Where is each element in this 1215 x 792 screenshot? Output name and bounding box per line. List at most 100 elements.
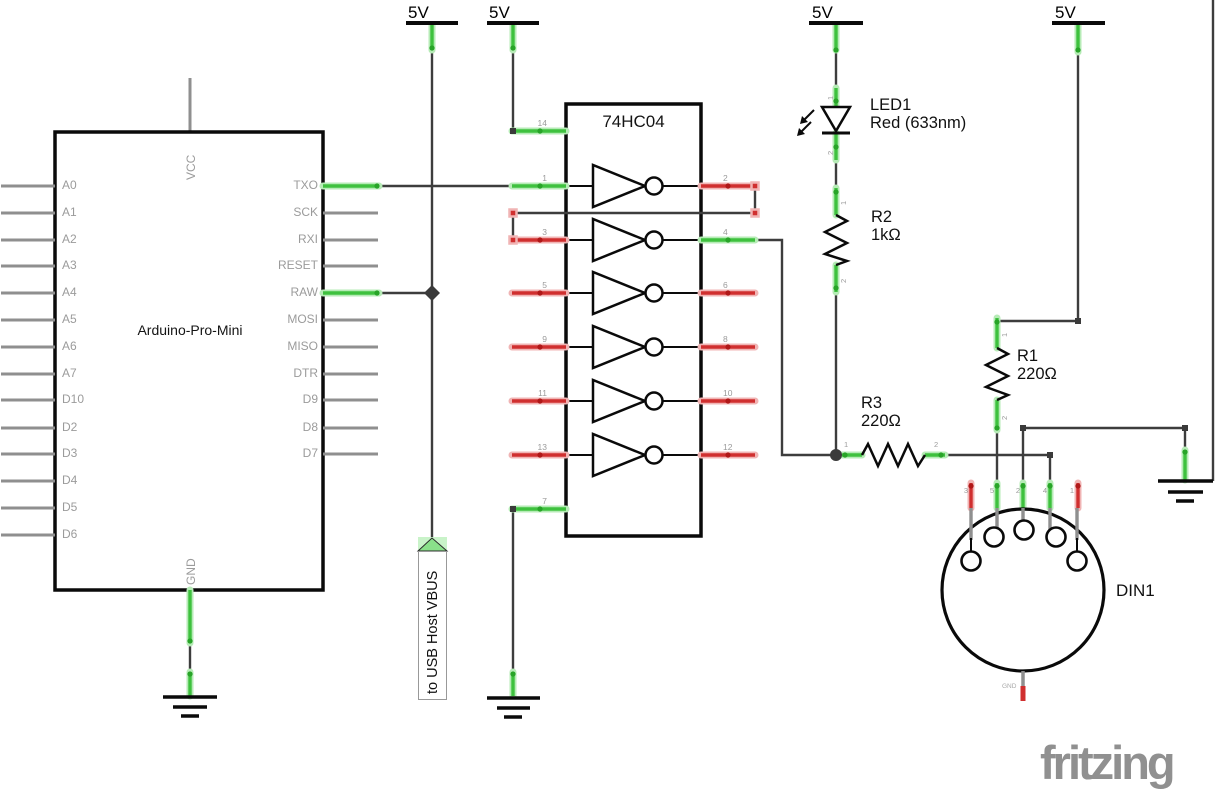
resistor-r1-symbol[interactable] [982, 346, 1012, 402]
pin-label: 1 [1069, 486, 1074, 495]
arduino-vcc-label: VCC [184, 154, 198, 180]
din1-ref: DIN1 [1116, 581, 1155, 600]
resistor-r2-symbol[interactable] [821, 213, 851, 267]
pin-label: 13 [537, 442, 547, 452]
pin-label: D10 [62, 392, 85, 406]
pin-label: 11 [538, 388, 547, 398]
r3-pin2-number: 2 [934, 440, 939, 449]
pin-label: A1 [62, 205, 77, 219]
r2-pin1-number: 1 [839, 200, 848, 205]
pin-label: D6 [62, 527, 78, 541]
junction-pin7 [510, 506, 516, 512]
r1-pin2-number: 2 [1000, 415, 1009, 420]
r1-value: 220Ω [1017, 365, 1057, 383]
pin-label: A2 [62, 232, 77, 246]
led1-value: Red (633nm) [870, 114, 967, 132]
r1-pin1-number: 1 [1000, 332, 1009, 337]
wire-ic-pin4-to-r3-junction[interactable] [755, 238, 836, 457]
junction-din2 [1020, 425, 1026, 431]
ic-title: 74HC04 [602, 112, 665, 131]
r2-ref: R2 [871, 208, 893, 226]
pin-label: D3 [62, 446, 78, 460]
pin-label: 9 [542, 334, 547, 344]
pin-label: 4 [1042, 486, 1047, 495]
r3-ref: R3 [861, 394, 883, 412]
r1-ref: R1 [1017, 347, 1039, 365]
pin-label: 3 [542, 227, 547, 237]
din1-connector-body[interactable] [940, 507, 1106, 701]
led-pin1-number: 1 [826, 95, 835, 100]
pin-label: A7 [62, 366, 77, 380]
usb-note-arrow [416, 537, 449, 552]
pin-label: D7 [302, 446, 318, 460]
pin-label: D9 [302, 392, 318, 406]
ground-ic[interactable] [487, 696, 540, 719]
pin-label: 2 [1015, 486, 1020, 495]
pin-label: TXO [293, 178, 318, 192]
junction-raw-vbus [424, 285, 440, 301]
led1-symbol[interactable] [797, 105, 853, 136]
pin-label: 5 [989, 486, 994, 495]
fritzing-watermark: fritzing [1040, 736, 1176, 789]
resistor-r3-symbol[interactable] [860, 440, 927, 470]
r2-value: 1kΩ [871, 226, 901, 244]
power-label-vbus: 5V [408, 3, 429, 22]
pin-label: DTR [293, 366, 318, 380]
usb-note-flag[interactable] [418, 551, 447, 700]
led-pin2-number: 2 [826, 150, 835, 155]
pin-label: A0 [62, 178, 77, 192]
wire-ic-pin7-to-ground[interactable] [511, 507, 540, 672]
pin-label: D8 [302, 420, 318, 434]
pin-label: A6 [62, 339, 77, 353]
ic-74hc04-body[interactable] [564, 102, 703, 538]
pin-label: D5 [62, 500, 78, 514]
r2-pin2-number: 2 [839, 278, 848, 283]
pin-label: D4 [62, 473, 78, 487]
din-gnd-label: GND [1002, 683, 1017, 690]
wire-5v-to-r1[interactable] [995, 52, 1080, 483]
junction-gnd-corner [1182, 425, 1188, 431]
pin-label: 2 [723, 173, 728, 183]
pin-label: 14 [537, 118, 547, 128]
pin-label: A5 [62, 312, 77, 326]
pin-label: SCK [293, 205, 318, 219]
r3-value: 220Ω [861, 412, 901, 430]
wire-din-pin2-to-ground[interactable] [1021, 426, 1187, 483]
pin-label: A3 [62, 258, 77, 272]
power-label-ic: 5V [489, 3, 510, 22]
unconnected-pin-stubs [508, 182, 1082, 512]
pin-label: 4 [723, 227, 728, 237]
junction-5v-pin14 [510, 128, 516, 134]
pin-label: 5 [542, 280, 547, 290]
pin-label: 3 [963, 486, 968, 495]
ground-arduino[interactable] [163, 695, 217, 718]
junction-r2-r3 [830, 449, 842, 461]
junction-dots [424, 128, 1188, 512]
pin-label: RESET [277, 258, 318, 272]
junction-r1-5v [1075, 318, 1081, 324]
pin-label: MOSI [287, 312, 318, 326]
pin-label: MISO [287, 339, 318, 353]
pin-label: A4 [62, 285, 77, 299]
pin-label: 6 [723, 280, 728, 290]
r3-pin1-number: 1 [844, 440, 849, 449]
power-label-r1: 5V [1055, 3, 1076, 22]
led1-ref: LED1 [870, 96, 912, 114]
connected-pin-stubs [186, 21, 1189, 700]
ground-din[interactable] [1158, 479, 1213, 503]
arduino-gnd-label: GND [184, 558, 198, 585]
loop-wire-endpoints [508, 181, 760, 245]
led-emission-arrows [797, 109, 815, 136]
arduino-name: Arduino-Pro-Mini [137, 322, 243, 338]
pin-label: 12 [723, 442, 733, 452]
pin-label: 8 [723, 334, 728, 344]
pin-label: RXI [297, 232, 318, 246]
pin-label: 10 [723, 388, 733, 398]
usb-note-text: to USB Host VBUS [425, 570, 441, 694]
pin-label: D2 [62, 420, 78, 434]
pin-label: 7 [542, 496, 547, 506]
junction-din4 [1047, 452, 1053, 458]
pin-label: RAW [290, 285, 318, 299]
power-label-led: 5V [812, 3, 833, 22]
